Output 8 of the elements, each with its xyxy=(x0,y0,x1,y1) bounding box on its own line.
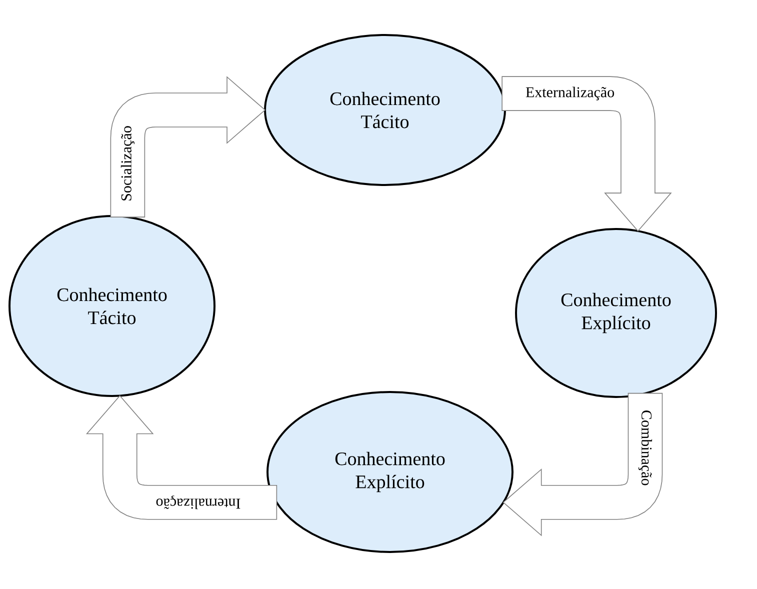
arrow-label: Combinação xyxy=(638,409,653,486)
ellipse-node: Conhecimento Tácito xyxy=(8,215,216,397)
ellipse-node: Conhecimento Tácito xyxy=(264,34,506,186)
arrow-label: Externalização xyxy=(524,86,616,101)
ellipse-node: Conhecimento Explícito xyxy=(266,391,514,553)
arrow-label: Socialização xyxy=(120,125,135,202)
arrow-label: Internalização xyxy=(155,495,242,510)
ellipse-node: Conhecimento Explícito xyxy=(515,228,717,398)
